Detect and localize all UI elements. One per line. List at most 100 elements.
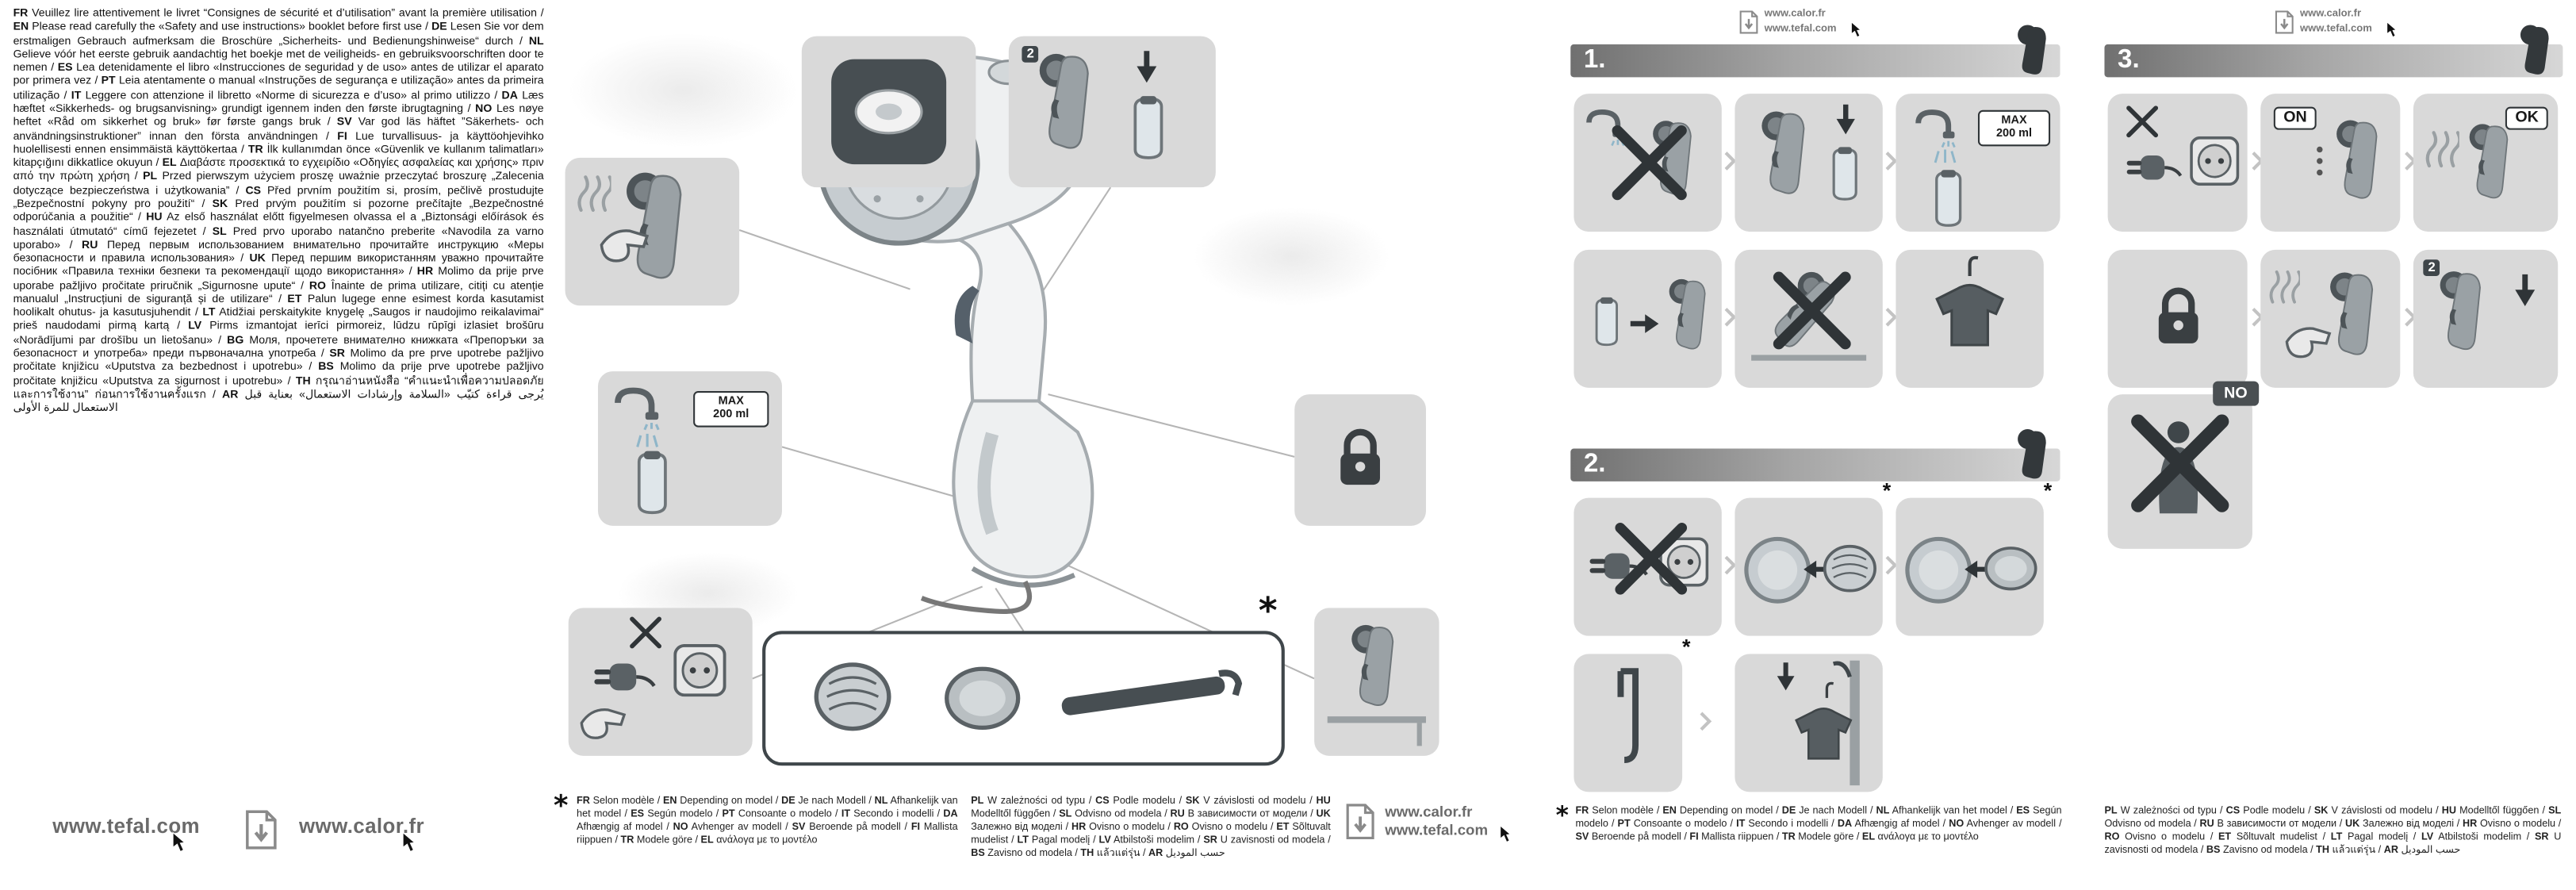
no-horizontal-use-pictogram — [1751, 266, 1867, 361]
steam-blur — [568, 33, 799, 148]
panel-2-header: 2. — [1570, 429, 2060, 481]
download-leaflet-icon — [2275, 10, 2294, 34]
tile-lock-steam — [2107, 249, 2248, 388]
calor-link: www.calor.fr — [1385, 803, 1473, 820]
tile-door-hook-accessory: * — [1574, 635, 1690, 792]
rest-pictogram — [1327, 623, 1426, 746]
lock-icon — [2108, 250, 2248, 388]
tile-press-trigger — [565, 157, 740, 306]
tefal-link: www.tefal.com — [1764, 21, 1837, 34]
attach-brush-pictogram — [1744, 536, 1877, 604]
steamer-silhouette-icon — [2018, 25, 2046, 75]
unplug-pictogram — [580, 608, 726, 739]
plug-in-pictogram — [2108, 94, 2240, 186]
insert-tank-pictogram — [1595, 278, 1706, 350]
calor-link: www.calor.fr — [1764, 8, 1826, 20]
tile-unplug-before-accessories — [1574, 497, 1722, 636]
model-note-asterisk: * — [1555, 800, 1569, 831]
tile-press-trigger-steam — [2260, 249, 2401, 388]
website-header-1: www.calor.fr www.tefal.com — [1765, 8, 1837, 36]
garment-pictogram — [1935, 250, 2004, 347]
steam-blur — [1192, 206, 1390, 306]
remove-tank-pictogram — [1761, 94, 1882, 201]
cursor-icon — [172, 832, 186, 853]
tile-head-down-step: 2 — [2413, 249, 2559, 388]
model-note-col1: FR Selon modèle / EN Depending on model … — [577, 795, 958, 846]
tile-rest-on-surface — [1314, 608, 1439, 756]
tank-removal-pictogram — [1038, 36, 1163, 159]
product-diagram-panel: 2 MAX 200 ml — [552, 13, 1449, 786]
tile-attach-steam-bonnet: * — [1896, 478, 2052, 636]
cursor-icon — [402, 832, 416, 853]
unplug-pictogram — [1574, 498, 1709, 636]
download-leaflet-icon — [243, 808, 280, 851]
ok-badge: OK — [2505, 106, 2549, 131]
website-box-center: www.calor.fr www.tefal.com — [1385, 804, 1488, 841]
door-hook-pictogram — [1574, 654, 1682, 792]
panel-3-number: 3. — [2118, 45, 2140, 75]
attach-bonnet-pictogram — [1905, 536, 2037, 604]
download-leaflet-icon — [1346, 803, 1375, 840]
website-header-2: www.calor.fr www.tefal.com — [2300, 8, 2372, 36]
panel-2-number: 2. — [1583, 450, 1606, 478]
max-volume: 200 ml — [713, 409, 749, 421]
model-note-col2: PL W zależności od typu / CS Podle model… — [971, 795, 1331, 860]
cursor-icon — [1500, 825, 1511, 842]
power-on-pictogram — [2317, 119, 2378, 199]
download-leaflet-icon — [1739, 10, 1758, 34]
model-note-right-col1: FR Selon modèle / EN Depending on model … — [1575, 804, 2062, 843]
steamer-silhouette-icon — [2018, 429, 2046, 479]
tile-power-button-detail — [801, 36, 976, 188]
tile-plug-in — [2107, 94, 2248, 232]
tile-garment-on-hanger — [1896, 249, 2044, 388]
press-trigger-pictogram — [2269, 270, 2374, 359]
no-tap-fill-pictogram — [1574, 94, 1692, 232]
accessories-asterisk: * — [1258, 591, 1278, 633]
model-asterisk: * — [1681, 634, 1691, 659]
no-badge: NO — [2212, 381, 2260, 407]
panel-1-number: 1. — [1583, 45, 1606, 75]
model-asterisk: * — [2043, 478, 2053, 503]
trigger-pictogram — [565, 171, 682, 279]
step-number-chip: 2 — [2423, 259, 2440, 276]
cursor-icon — [2386, 21, 2397, 38]
panel-1-header: 1. — [1570, 25, 2060, 78]
max-label: MAX — [2001, 114, 2027, 127]
step-number-chip: 2 — [1022, 45, 1040, 63]
tile-fill-tank-max: MAX 200 ml — [597, 371, 782, 526]
tile-remove-water-tank: 2 — [1008, 36, 1216, 188]
tile-steam-ready-ok: OK — [2413, 94, 2559, 232]
model-note-right-col2: PL W zależności od typu / CS Podle model… — [2104, 804, 2562, 857]
power-button-icon — [831, 59, 947, 165]
model-note-asterisk: * — [554, 790, 569, 823]
max-capacity-badge: MAX 200 ml — [693, 390, 769, 428]
model-asterisk: * — [1882, 478, 1892, 503]
tile-insert-tank — [1574, 249, 1722, 388]
tile-remove-tank — [1735, 94, 1883, 232]
accessories-pictograms — [765, 635, 1243, 763]
cursor-icon — [1851, 21, 1861, 38]
no-body-steaming-pictogram — [2108, 394, 2252, 514]
tefal-link: www.tefal.com — [2299, 21, 2372, 34]
tile-fill-tank-max: MAX 200 ml — [1896, 94, 2060, 232]
max-capacity-badge: MAX 200 ml — [1977, 109, 2051, 147]
safety-instructions-text: FR Veuillez lire attentivement le livret… — [13, 8, 544, 415]
accessories-box — [762, 631, 1285, 766]
tile-power-on: ON — [2260, 94, 2401, 232]
tile-do-not-use-flat — [1735, 249, 1883, 388]
steamer-silhouette-icon — [2520, 25, 2549, 75]
on-badge: ON — [2273, 106, 2317, 131]
fill-tank-pictogram — [1896, 94, 1962, 227]
tile-do-not-steam-on-body: NO — [2107, 381, 2260, 549]
tile-hang-garment-on-door — [1735, 654, 1883, 792]
max-label: MAX — [718, 396, 744, 408]
tefal-link: www.tefal.com — [1385, 822, 1489, 838]
lock-icon — [1294, 394, 1426, 526]
tile-unplug — [568, 608, 753, 756]
fill-tank-pictogram — [598, 371, 667, 515]
tile-lock-detail — [1294, 394, 1426, 526]
calor-link: www.calor.fr — [2299, 8, 2362, 20]
hang-garment-pictogram — [1735, 660, 1860, 786]
